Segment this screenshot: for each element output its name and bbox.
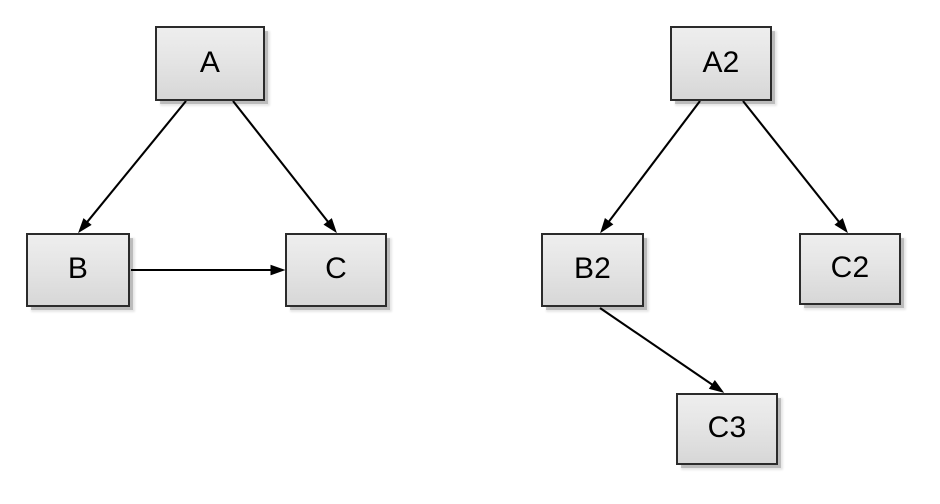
node-label: A2 — [702, 45, 740, 79]
node-b2[interactable]: B2 — [541, 233, 644, 307]
node-label: C — [325, 252, 347, 285]
node-label: C2 — [830, 251, 870, 284]
edge-line — [80, 100, 187, 231]
arrowhead-icon — [834, 218, 848, 234]
node-label: B2 — [573, 252, 612, 285]
arrowhead-icon — [600, 218, 614, 234]
node-label: B — [67, 252, 89, 285]
node-c2[interactable]: C2 — [799, 233, 901, 305]
edge-a2-to-c2 — [742, 100, 848, 234]
edge-a-to-c — [232, 100, 337, 234]
edge-line — [742, 100, 846, 231]
node-a[interactable]: A — [155, 26, 265, 101]
node-c3[interactable]: C3 — [676, 393, 778, 465]
arrowhead-icon — [270, 264, 286, 276]
node-c[interactable]: C — [285, 233, 387, 307]
edge-a-to-b — [78, 100, 187, 234]
edge-a2-to-b2 — [600, 100, 701, 234]
edge-line — [232, 100, 335, 231]
node-label: A — [199, 45, 221, 79]
edge-line — [601, 100, 701, 231]
node-label: C3 — [707, 411, 747, 444]
node-b[interactable]: B — [26, 233, 130, 307]
edge-line — [599, 307, 722, 392]
arrowhead-icon — [78, 218, 92, 234]
edge-b2-to-c3 — [599, 307, 725, 393]
arrowhead-icon — [323, 218, 337, 234]
arrowhead-icon — [708, 380, 725, 393]
edge-b-to-c — [131, 264, 286, 276]
node-a2[interactable]: A2 — [670, 26, 772, 101]
